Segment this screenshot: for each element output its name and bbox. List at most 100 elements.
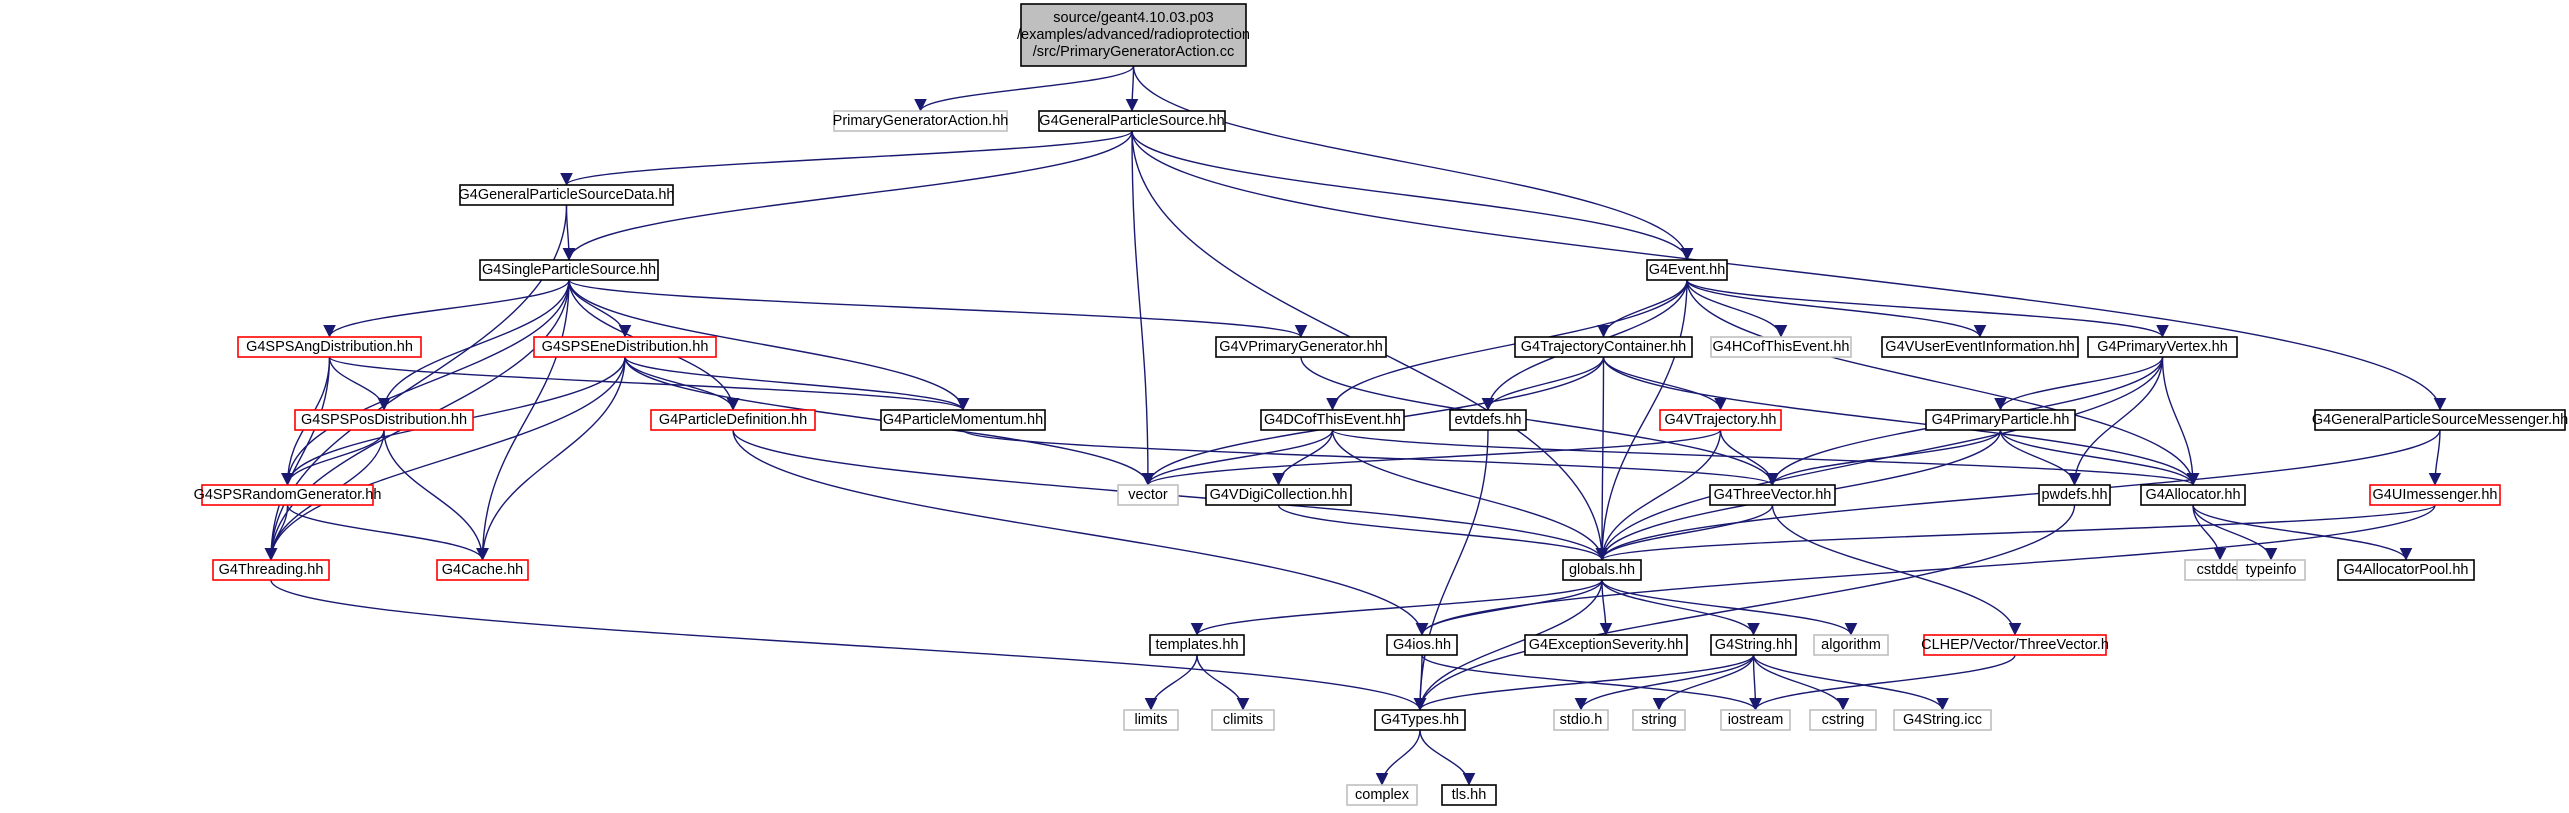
edge-sps-to-vpg xyxy=(568,279,1307,338)
node-box xyxy=(1923,634,2107,656)
node-event[interactable]: G4Event.hh xyxy=(1646,259,1728,281)
node-sps[interactable]: G4SingleParticleSource.hh xyxy=(479,259,659,281)
node-tv[interactable]: G4ThreeVector.hh xyxy=(1709,484,1836,506)
node-pwdefs[interactable]: pwdefs.hh xyxy=(2038,484,2111,506)
edge-ened-to-pdef xyxy=(624,356,740,411)
node-box xyxy=(1553,709,1609,731)
node-string[interactable]: string xyxy=(1632,709,1686,731)
node-root[interactable]: source/geant4.10.03.p03/examples/advance… xyxy=(1017,3,1250,67)
node-gpsd[interactable]: G4GeneralParticleSourceData.hh xyxy=(458,184,675,206)
edge-rnd-to-thr xyxy=(264,504,289,561)
node-pdef[interactable]: G4ParticleDefinition.hh xyxy=(650,409,816,431)
edge-sps-to-cache xyxy=(476,279,570,561)
edge-pp-to-alloc xyxy=(1999,429,2200,486)
node-vpg[interactable]: G4VPrimaryGenerator.hh xyxy=(1215,336,1387,358)
edge-evtdefs-to-types xyxy=(1413,429,1489,711)
node-label: G4ExceptionSeverity.hh xyxy=(1529,637,1683,653)
edge-str-to-stricc xyxy=(1752,654,1949,711)
node-vtraj[interactable]: G4VTrajectory.hh xyxy=(1659,409,1782,431)
edge-globals-to-templ xyxy=(1190,579,1603,636)
node-vector[interactable]: vector xyxy=(1117,484,1179,506)
edge-gps-to-gpsd xyxy=(560,130,1133,186)
node-typeinfo[interactable]: typeinfo xyxy=(2236,559,2306,581)
node-evtdefs[interactable]: evtdefs.hh xyxy=(1449,409,1527,431)
edge-types-to-complex xyxy=(1375,729,1421,786)
edge-dc-to-globals xyxy=(1331,429,1609,561)
edge-vdc-to-globals xyxy=(1277,504,1609,561)
node-types[interactable]: G4Types.hh xyxy=(1374,709,1466,731)
node-alloc[interactable]: G4Allocator.hh xyxy=(2140,484,2246,506)
edge-event-to-globals xyxy=(1595,279,1688,561)
edge-pv-to-pwdefs xyxy=(2068,356,2164,486)
node-vuei[interactable]: G4VUserEventInformation.hh xyxy=(1881,336,2079,358)
node-pgah[interactable]: PrimaryGeneratorAction.hh xyxy=(833,110,1009,132)
node-box xyxy=(1709,484,1836,506)
edge-types-to-tls xyxy=(1419,729,1476,786)
node-angd[interactable]: G4SPSAngDistribution.hh xyxy=(237,336,422,358)
edge-vtraj-to-vector xyxy=(1141,429,1722,486)
node-cstring[interactable]: cstring xyxy=(1809,709,1877,731)
node-label: G4ios.hh xyxy=(1393,637,1451,653)
node-dc[interactable]: G4DCofThisEvent.hh xyxy=(1260,409,1405,431)
node-label: pwdefs.hh xyxy=(2041,487,2107,503)
node-rnd[interactable]: G4SPSRandomGenerator.hh xyxy=(194,484,382,506)
edge-traj-to-alloc xyxy=(1602,356,2200,486)
edge-sps-to-rnd xyxy=(281,279,570,486)
node-ios[interactable]: G4ios.hh xyxy=(1386,634,1458,656)
node-label: PrimaryGeneratorAction.hh xyxy=(833,113,1009,129)
node-label: G4VTrajectory.hh xyxy=(1664,412,1776,428)
edge-angd-to-thr xyxy=(264,356,331,561)
node-exsev[interactable]: G4ExceptionSeverity.hh xyxy=(1524,634,1688,656)
node-thr[interactable]: G4Threading.hh xyxy=(212,559,330,581)
node-pmom[interactable]: G4ParticleMomentum.hh xyxy=(880,409,1046,431)
node-iostream[interactable]: iostream xyxy=(1720,709,1791,731)
node-label: G4ThreeVector.hh xyxy=(1714,487,1832,503)
node-box xyxy=(2369,484,2501,506)
node-label: G4String.icc xyxy=(1903,712,1982,728)
node-pv[interactable]: G4PrimaryVertex.hh xyxy=(2087,336,2238,358)
node-box xyxy=(1524,634,1688,656)
node-hc[interactable]: G4HCofThisEvent.hh xyxy=(1710,336,1852,358)
node-limits[interactable]: limits xyxy=(1123,709,1179,731)
node-complex[interactable]: complex xyxy=(1346,784,1418,806)
node-box xyxy=(880,409,1046,431)
node-gpsm[interactable]: G4GeneralParticleSourceMessenger.hh xyxy=(2312,409,2568,431)
node-clhep[interactable]: CLHEP/Vector/ThreeVector.h xyxy=(1921,634,2109,656)
edge-event-to-traj xyxy=(1597,279,1688,338)
edge-traj-to-vtraj xyxy=(1602,356,1727,411)
node-label: G4Cache.hh xyxy=(442,562,523,578)
node-label: G4GeneralParticleSourceMessenger.hh xyxy=(2312,412,2568,428)
node-str[interactable]: G4String.hh xyxy=(1710,634,1797,656)
node-templ[interactable]: templates.hh xyxy=(1149,634,1245,656)
edge-pp-to-tv xyxy=(1766,429,2002,486)
node-cache[interactable]: G4Cache.hh xyxy=(436,559,529,581)
node-posd[interactable]: G4SPSPosDistribution.hh xyxy=(294,409,474,431)
node-ened[interactable]: G4SPSEneDistribution.hh xyxy=(533,336,717,358)
node-box xyxy=(1038,110,1226,132)
node-box xyxy=(1346,784,1418,806)
node-vdc[interactable]: G4VDigiCollection.hh xyxy=(1205,484,1352,506)
node-algo[interactable]: algorithm xyxy=(1813,634,1889,656)
edge-ened-to-thr xyxy=(264,356,626,561)
node-box xyxy=(2140,484,2246,506)
node-stricc[interactable]: G4String.icc xyxy=(1893,709,1992,731)
node-label: G4TrajectoryContainer.hh xyxy=(1521,339,1687,355)
node-climits[interactable]: climits xyxy=(1211,709,1275,731)
edge-gps-to-sps xyxy=(562,130,1133,261)
node-apool[interactable]: G4AllocatorPool.hh xyxy=(2337,559,2475,581)
node-tls[interactable]: tls.hh xyxy=(1441,784,1497,806)
node-globals[interactable]: globals.hh xyxy=(1562,559,1642,581)
node-pp[interactable]: G4PrimaryParticle.hh xyxy=(1925,409,2076,431)
node-box xyxy=(1020,3,1247,67)
node-gps[interactable]: G4GeneralParticleSource.hh xyxy=(1038,110,1226,132)
node-uim[interactable]: G4UImessenger.hh xyxy=(2369,484,2501,506)
node-label: G4Allocator.hh xyxy=(2145,487,2240,503)
node-box xyxy=(533,336,717,358)
node-label: evtdefs.hh xyxy=(1455,412,1522,428)
node-traj[interactable]: G4TrajectoryContainer.hh xyxy=(1514,336,1693,358)
node-box xyxy=(1449,409,1527,431)
node-stdio[interactable]: stdio.h xyxy=(1553,709,1609,731)
edge-traj-to-globals xyxy=(1595,356,1609,561)
node-box xyxy=(1925,409,2076,431)
